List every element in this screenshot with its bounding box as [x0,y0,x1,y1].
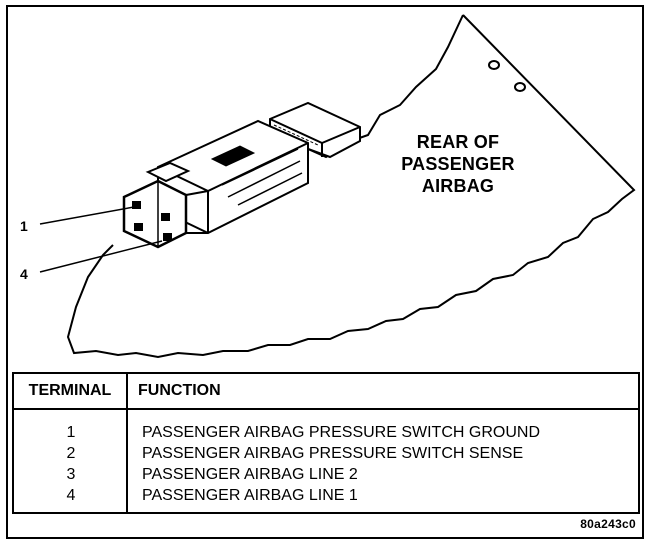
airbag-connector-drawing [39,14,636,359]
callout-leader-4 [39,240,163,273]
rear-of-passenger-airbag-label: REAR OF PASSENGER AIRBAG [401,132,515,196]
terminal-cell: 2 [66,445,76,462]
callout-terminal-1: 1 [20,218,28,234]
table-row: 2 PASSENGER AIRBAG PRESSURE SWITCH SENSE [14,443,638,464]
terminal-cavity [161,213,170,221]
function-cell: PASSENGER AIRBAG LINE 1 [142,487,358,504]
terminal-cell: 1 [66,424,76,441]
mounting-hole [514,82,526,92]
airbag-receptacle [269,101,361,159]
connector-illustration: REAR OF PASSENGER AIRBAG 1 4 [8,7,642,369]
terminal-cell: 3 [66,466,76,483]
table-row: 3 PASSENGER AIRBAG LINE 2 [14,464,638,485]
callout-leader-1 [39,206,135,225]
function-cell: PASSENGER AIRBAG LINE 2 [142,466,358,483]
table-body: 1 PASSENGER AIRBAG PRESSURE SWITCH GROUN… [14,410,638,514]
wiring-connector [122,119,309,249]
diagram-frame: REAR OF PASSENGER AIRBAG 1 4 TERMINAL FU… [6,5,644,539]
terminal-cavity [132,201,141,209]
figure-id: 80a243c0 [580,517,636,531]
table-header-row: TERMINAL FUNCTION [14,374,638,410]
table-row: 1 PASSENGER AIRBAG PRESSURE SWITCH GROUN… [14,422,638,443]
function-cell: PASSENGER AIRBAG PRESSURE SWITCH GROUND [142,424,540,441]
terminal-cavity [134,223,143,231]
mounting-hole [488,60,500,70]
table-row: 4 PASSENGER AIRBAG LINE 1 [14,485,638,506]
column-divider [126,410,128,514]
terminal-cell: 4 [66,487,76,504]
terminal-column-header: TERMINAL [14,374,128,408]
terminal-cavity [163,233,172,241]
function-cell: PASSENGER AIRBAG PRESSURE SWITCH SENSE [142,445,524,462]
callout-terminal-4: 4 [20,266,28,282]
function-column-header: FUNCTION [138,382,221,399]
terminal-function-table: TERMINAL FUNCTION 1 PASSENGER AIRBAG PRE… [12,372,640,514]
